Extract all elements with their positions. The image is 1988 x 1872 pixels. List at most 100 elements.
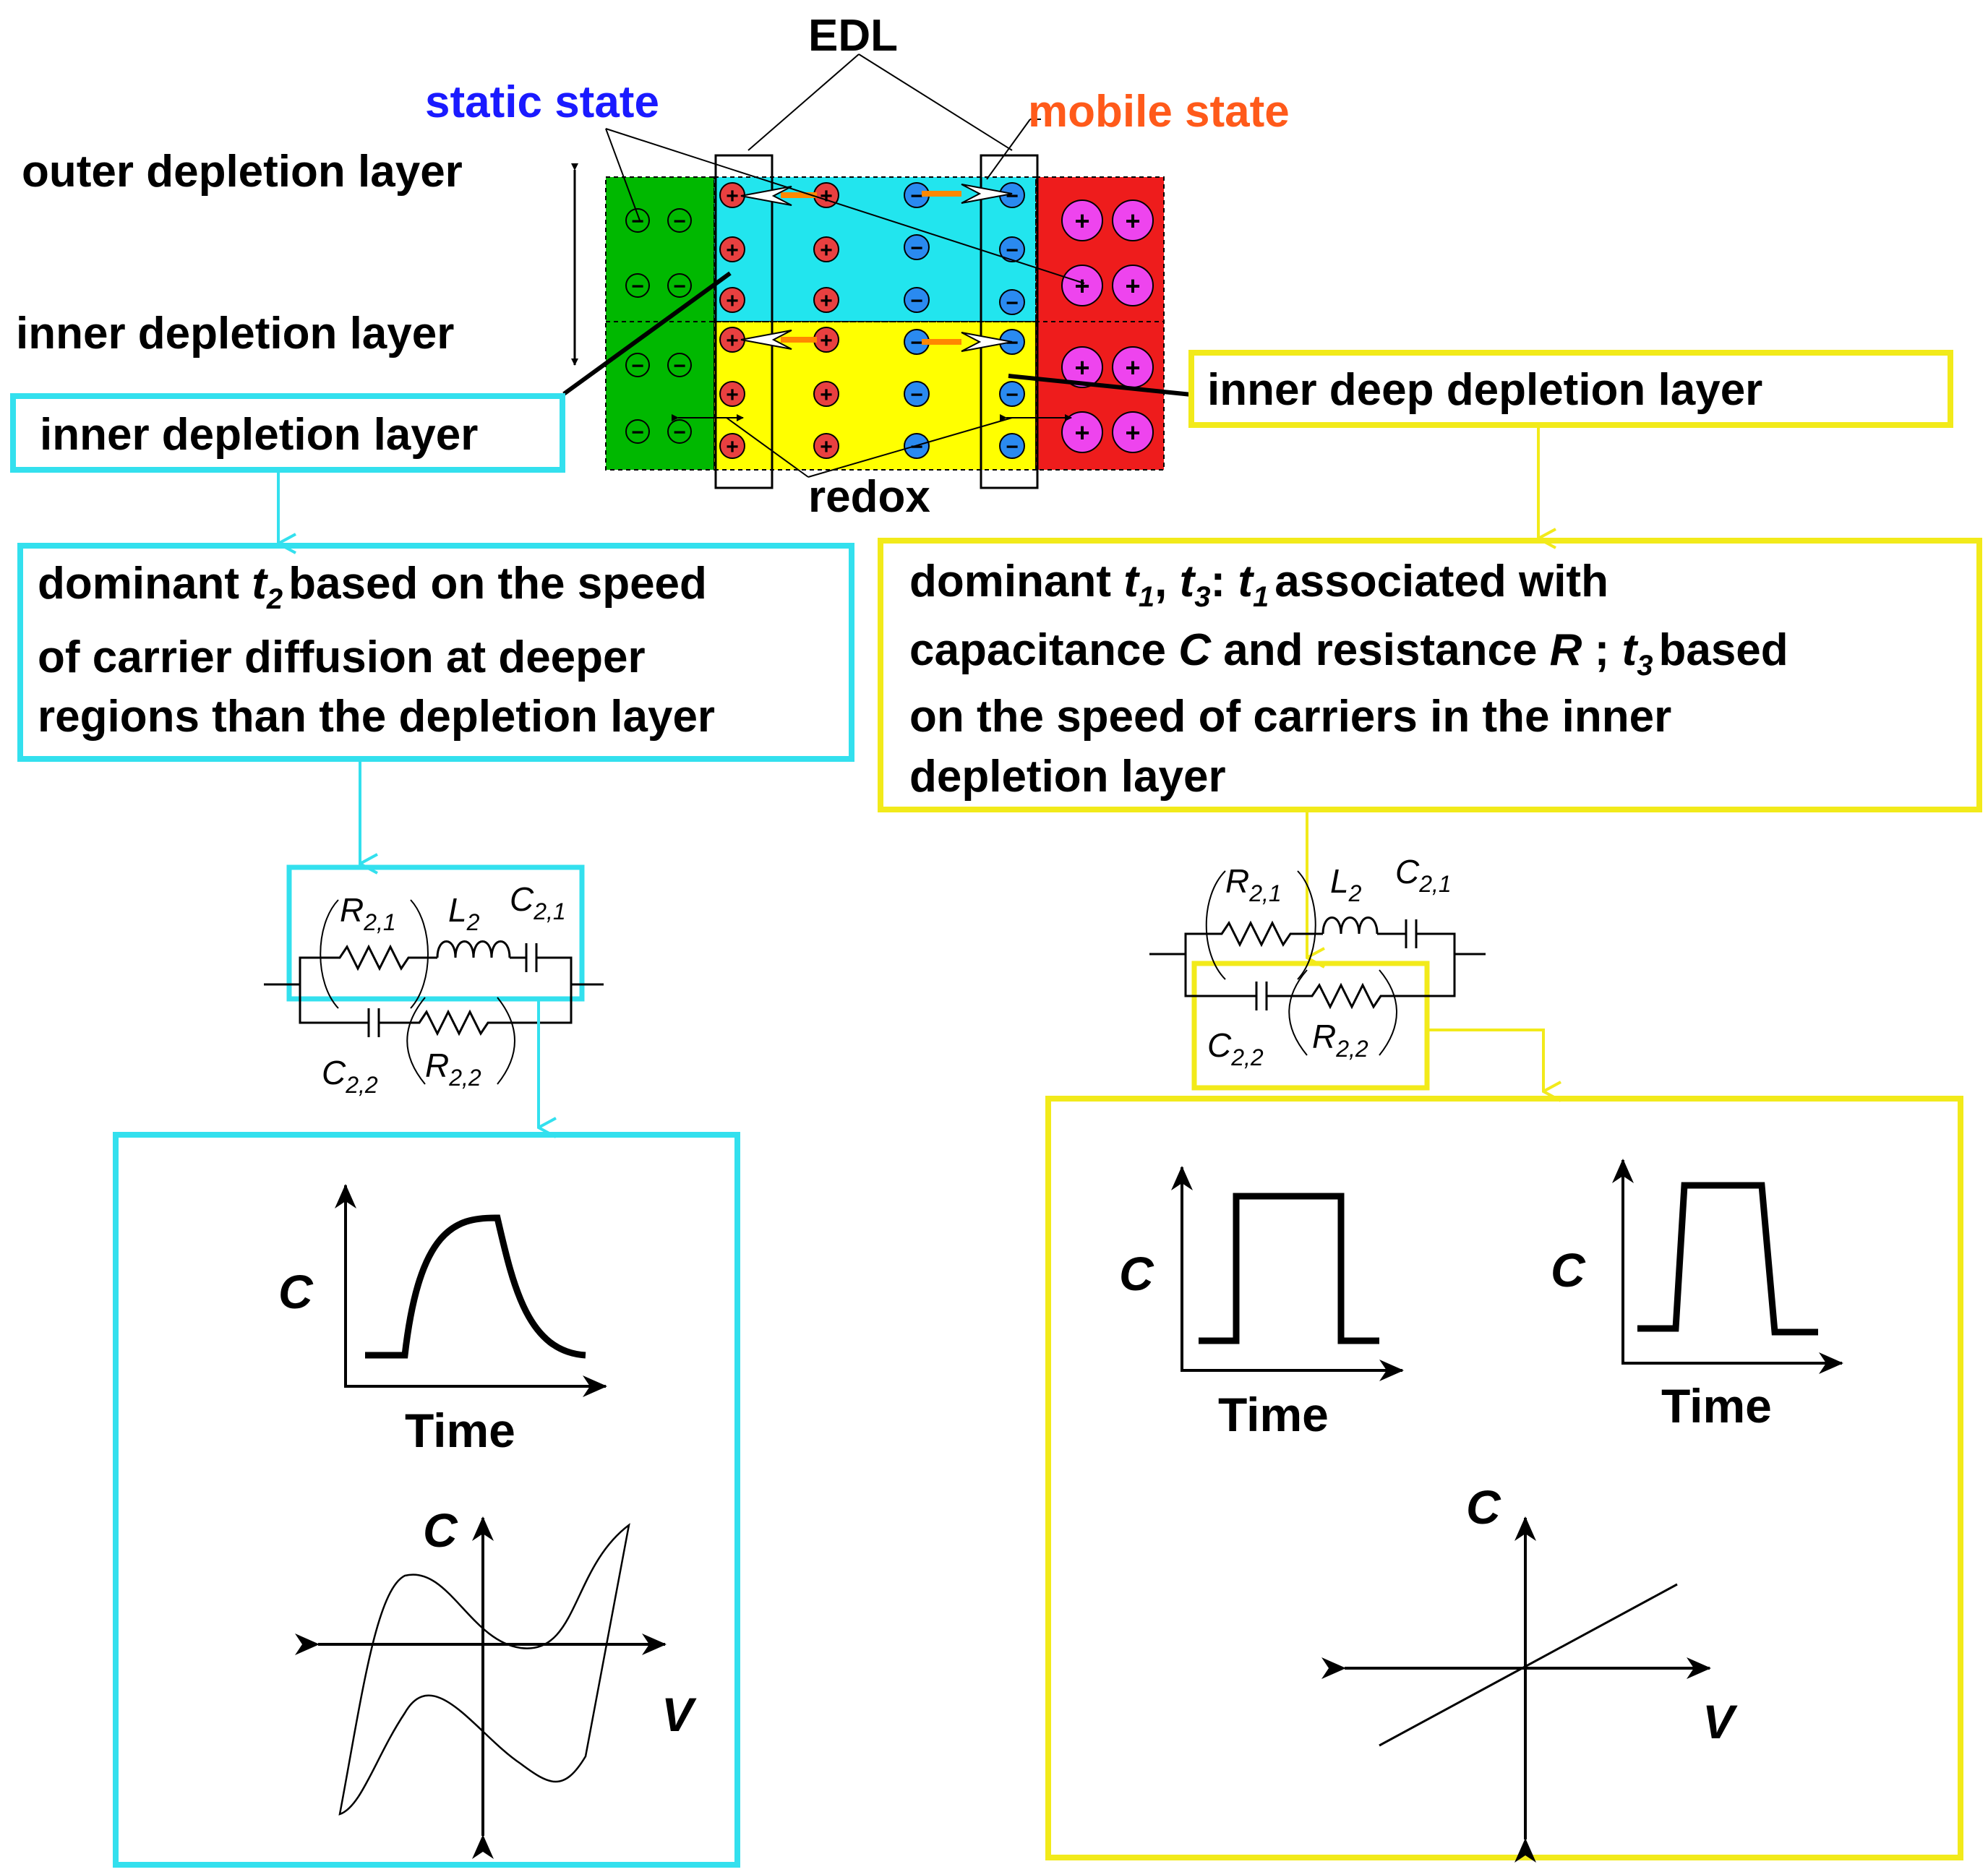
left-label-text: inner depletion layer: [40, 410, 478, 460]
right-plot-box: [1045, 1096, 1963, 1860]
svg-text:+: +: [1125, 206, 1140, 236]
svg-text:−: −: [1006, 383, 1019, 407]
outer-depletion-label: outer depletion layer: [22, 147, 463, 197]
minus-ion: −: [904, 433, 930, 459]
svg-text:+: +: [726, 329, 739, 353]
magenta-plus-ion: +: [1061, 346, 1103, 388]
right-label-c22: C2,2: [1207, 1026, 1264, 1070]
magenta-plus-ion: +: [1061, 411, 1103, 453]
left-plot-box: [113, 1132, 740, 1868]
green-minus-ion: −: [667, 353, 692, 378]
svg-text:+: +: [1125, 271, 1140, 301]
left-desc-line2: of carrier diffusion at deeper: [38, 632, 646, 682]
svg-text:−: −: [1006, 184, 1019, 208]
svg-text:+: +: [820, 329, 833, 353]
right-cv-line: [1379, 1583, 1678, 1747]
minus-ion: −: [999, 433, 1025, 459]
magenta-plus-ion: +: [1112, 265, 1154, 306]
plus-ion: +: [813, 381, 839, 407]
left-label-r22: R2,2: [425, 1047, 481, 1091]
plus-ion: +: [719, 236, 745, 262]
minus-ion: −: [999, 381, 1025, 407]
left-resistor-r21: [329, 944, 437, 971]
svg-text:+: +: [726, 435, 739, 459]
svg-text:−: −: [673, 421, 686, 445]
plus-ion: +: [719, 182, 745, 208]
svg-text:−: −: [673, 210, 686, 233]
svg-text:+: +: [1074, 206, 1089, 236]
plus-ion: +: [813, 327, 839, 353]
plus-ion: +: [813, 287, 839, 313]
svg-text:−: −: [673, 275, 686, 299]
svg-text:+: +: [726, 289, 739, 313]
left-label-r21: R2,1: [340, 891, 396, 935]
svg-text:−: −: [631, 210, 644, 233]
left-cv-ylabel: C: [423, 1503, 458, 1557]
edl-right-box: [980, 154, 1039, 489]
plus-ion: +: [813, 182, 839, 208]
svg-text:−: −: [1006, 435, 1019, 459]
right-label-l2: L2: [1330, 862, 1362, 906]
plus-ion: +: [719, 381, 745, 407]
svg-text:−: −: [1006, 331, 1019, 355]
magenta-plus-ion: +: [1112, 199, 1154, 241]
svg-text:−: −: [631, 275, 644, 299]
left-inductor-l2: [436, 940, 511, 958]
svg-text:+: +: [1125, 353, 1140, 382]
left-circuit-highlight: [286, 864, 585, 1002]
plus-ion: +: [719, 433, 745, 459]
mobile-state-label: mobile state: [1028, 87, 1290, 137]
green-minus-ion: −: [625, 419, 650, 445]
green-minus-ion: −: [667, 208, 692, 233]
magenta-plus-ion: +: [1061, 265, 1103, 306]
right-label-text: inner deep depletion layer: [1207, 365, 1762, 415]
right-time-plot-2-xlabel: Time: [1661, 1379, 1772, 1433]
plus-ion: +: [813, 236, 839, 262]
minus-ion: −: [904, 381, 930, 407]
svg-text:−: −: [910, 236, 923, 260]
minus-ion: −: [999, 289, 1025, 315]
green-minus-ion: −: [625, 273, 650, 299]
right-cv-ylabel: C: [1466, 1480, 1501, 1534]
green-minus-ion: −: [625, 208, 650, 233]
right-resistor-r21: [1214, 920, 1323, 948]
left-time-curve: [365, 1214, 586, 1359]
svg-text:−: −: [910, 383, 923, 407]
svg-text:+: +: [820, 289, 833, 313]
left-label-c22: C2,2: [322, 1054, 378, 1098]
svg-text:+: +: [820, 435, 833, 459]
svg-text:+: +: [726, 239, 739, 262]
svg-text:+: +: [1125, 418, 1140, 447]
svg-text:−: −: [673, 354, 686, 378]
right-time-plot-2: C Time: [1551, 1159, 1843, 1433]
minus-ion: −: [904, 182, 930, 208]
green-minus-ion: −: [625, 353, 650, 378]
left-time-plot-xlabel: Time: [405, 1404, 515, 1457]
svg-text:+: +: [1074, 418, 1089, 447]
magenta-plus-ion: +: [1061, 199, 1103, 241]
layer-schematic: −−−−−−−− ++++++++++++ −−−−−−−−−−−− +++++…: [16, 11, 1290, 522]
right-time-plot-2-ylabel: C: [1551, 1243, 1586, 1297]
blue-minus-ions: −−−−−−−−−−−−: [904, 182, 1025, 459]
svg-text:−: −: [910, 289, 923, 313]
svg-text:+: +: [1074, 271, 1089, 301]
right-branch: inner deep depletion layer dominant t1, …: [878, 350, 1982, 1863]
svg-text:+: +: [726, 184, 739, 208]
chevron-bottom-left: [740, 330, 792, 350]
green-minus-ion: −: [667, 273, 692, 299]
right-label-box: [1188, 350, 1953, 428]
right-time-plot-1-ylabel: C: [1119, 1247, 1154, 1300]
magenta-plus-ions: + + + + + + + +: [1061, 199, 1154, 453]
right-label-r21: R2,1: [1225, 862, 1282, 906]
svg-text:+: +: [820, 184, 833, 208]
right-description-box: [878, 538, 1982, 812]
right-time-curve-2: [1637, 1182, 1818, 1336]
svg-text:+: +: [1074, 353, 1089, 382]
minus-ion: −: [904, 234, 930, 260]
redox-label: redox: [808, 472, 930, 522]
